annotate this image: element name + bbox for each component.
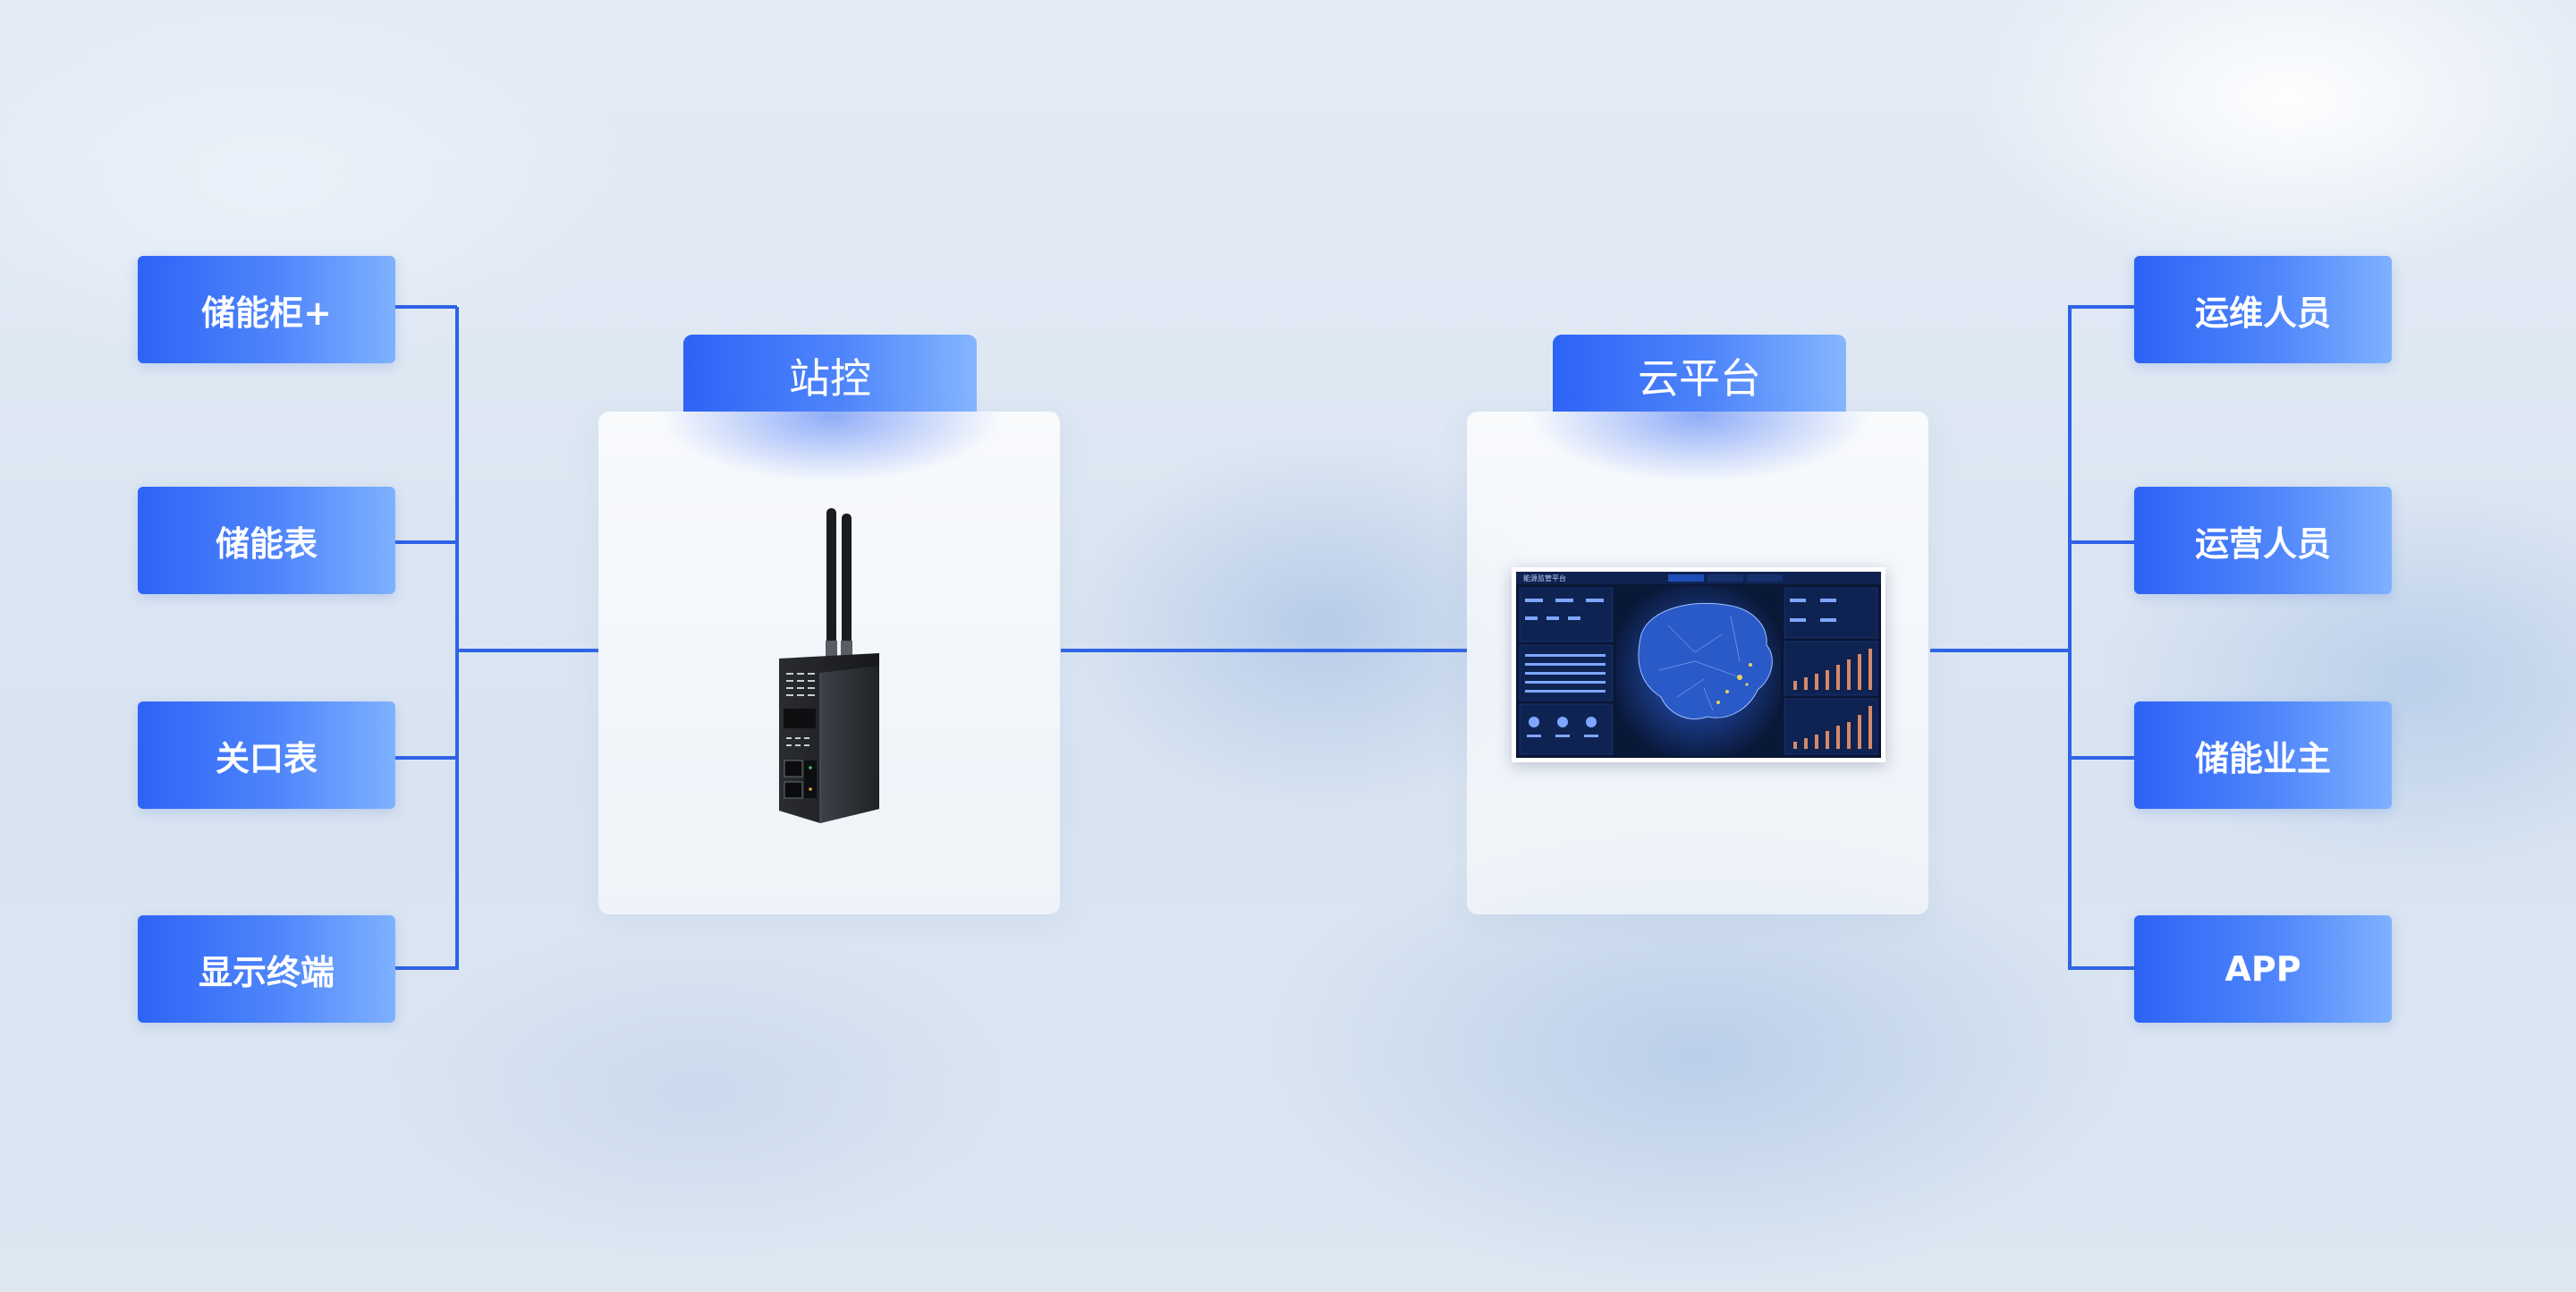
node-app[interactable]: APP (2134, 915, 2392, 1023)
right-branch-line (2068, 756, 2134, 760)
station-title-tab: 站控 (683, 335, 977, 412)
right-branch-line (2068, 305, 2134, 309)
left-branch-line (395, 305, 457, 309)
left-branch-line (395, 966, 457, 970)
cloud-card: 能源监管平台 (1467, 412, 1928, 914)
node-gateway-meter[interactable]: 关口表 (138, 701, 395, 809)
card-glow (1530, 412, 1869, 483)
left-branch-line (395, 540, 457, 544)
node-storage-cabinet[interactable]: 储能柜+ (138, 256, 395, 363)
node-maintenance-staff[interactable]: 运维人员 (2134, 256, 2392, 363)
dashboard-screenshot: 能源监管平台 (1512, 567, 1885, 762)
node-display-terminal[interactable]: 显示终端 (138, 915, 395, 1023)
station-card (598, 412, 1060, 914)
card-glow (661, 412, 1001, 483)
cloud-title-tab: 云平台 (1553, 335, 1846, 412)
station-cloud-link (1061, 649, 1467, 652)
right-bus-line (2068, 305, 2072, 970)
left-trunk-line (457, 649, 598, 652)
node-storage-meter[interactable]: 储能表 (138, 487, 395, 594)
right-branch-line (2068, 966, 2134, 970)
node-operations-staff[interactable]: 运营人员 (2134, 487, 2392, 594)
dashboard-title: 能源监管平台 (1523, 574, 1566, 582)
node-storage-owner[interactable]: 储能业主 (2134, 701, 2392, 809)
right-branch-line (2068, 540, 2134, 544)
left-bus-line (455, 307, 459, 970)
left-branch-line (395, 756, 457, 760)
right-trunk-line (1930, 649, 2070, 652)
gateway-device-image (779, 508, 879, 823)
